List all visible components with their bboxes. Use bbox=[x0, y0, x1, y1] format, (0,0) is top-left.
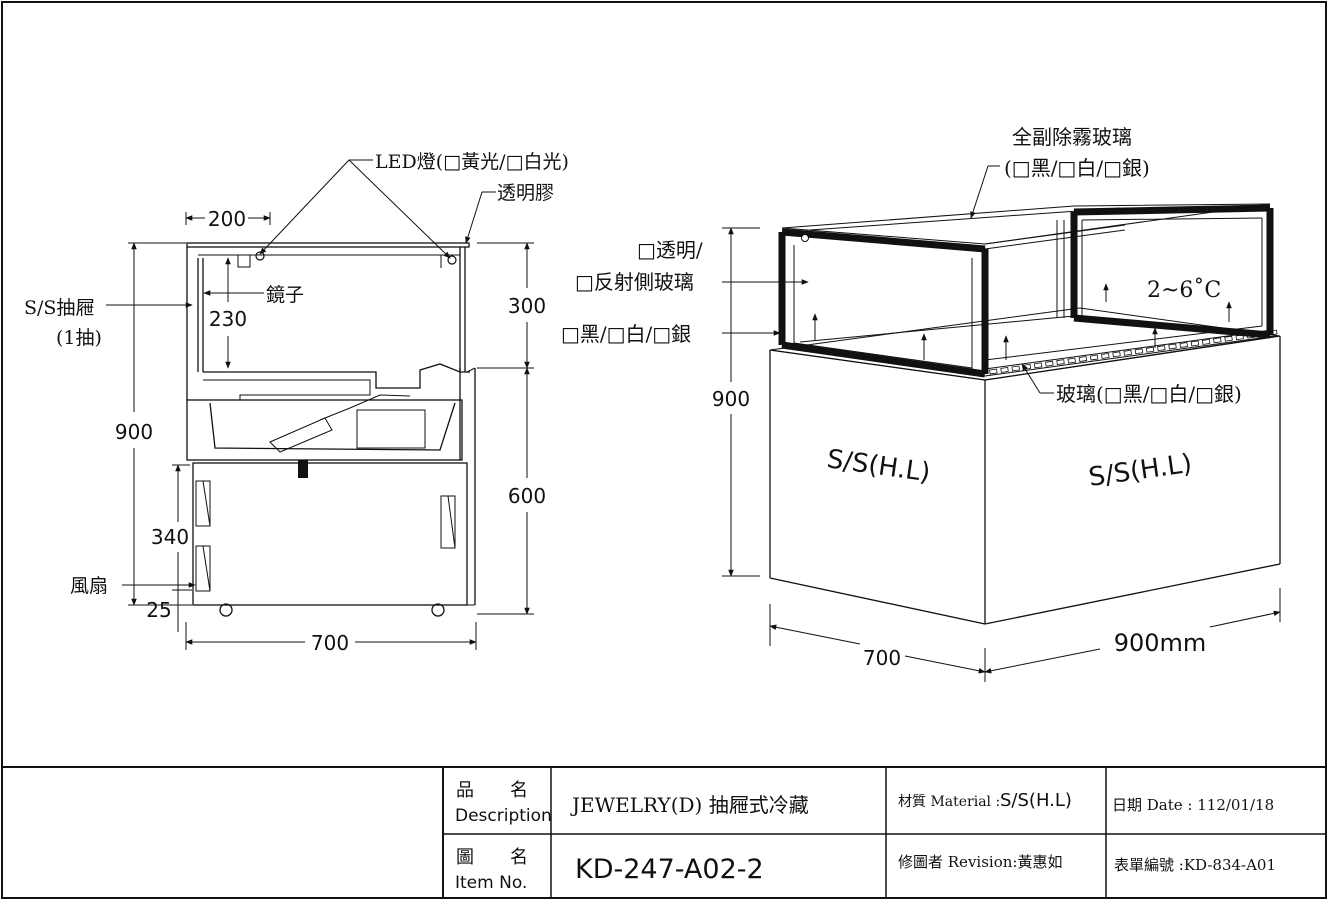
glass-top-label: 全副除霧玻璃 bbox=[1012, 125, 1132, 149]
material-label: 材質 Material : bbox=[898, 794, 1000, 810]
side-glass-label-1: □透明/ bbox=[637, 238, 703, 262]
item-label-en: Item No. bbox=[455, 873, 527, 893]
grille-slot bbox=[1089, 354, 1099, 361]
led-lamp-left-icon bbox=[255, 251, 265, 261]
date-text: 日期 Date : 112/01/18 bbox=[1112, 796, 1274, 814]
frame-bolt-icon bbox=[801, 234, 809, 242]
grille-slot bbox=[1157, 345, 1166, 352]
grille-slot bbox=[1190, 340, 1200, 347]
grille-slot bbox=[1101, 353, 1110, 359]
grille-slot bbox=[1000, 367, 1009, 373]
grille-slot bbox=[989, 368, 998, 375]
desc-value: JEWELRY(D) 抽屜式冷藏 bbox=[570, 793, 809, 817]
item-value: KD-247-A02-2 bbox=[575, 854, 764, 885]
desc-label-en: Description bbox=[455, 806, 552, 826]
dim-900-iso: 900 bbox=[712, 387, 750, 411]
revision-text: 修圖者 Revision:黃惠如 bbox=[898, 853, 1062, 871]
grille-slot bbox=[1168, 343, 1177, 350]
grille-slot bbox=[1112, 351, 1121, 358]
grille-slot bbox=[1078, 356, 1088, 362]
caster-right-icon bbox=[431, 603, 445, 617]
dim-700-side: 700 bbox=[311, 631, 349, 655]
temperature-label: 2~6˚C bbox=[1147, 276, 1221, 303]
frame-color-label: □黑/□白/□銀 bbox=[561, 322, 691, 346]
drain-fitting bbox=[298, 460, 308, 478]
grille-slot bbox=[1011, 365, 1020, 372]
grille-slot bbox=[1033, 362, 1043, 369]
desc-label-cn: 品 名 bbox=[456, 780, 528, 801]
grille-slot bbox=[1179, 342, 1188, 348]
dim-25: 25 bbox=[146, 598, 171, 622]
dim-340: 340 bbox=[151, 525, 189, 549]
led-lamp-right-icon bbox=[447, 255, 457, 265]
side-view-section: 200 230 900 340 25 300 600 bbox=[24, 151, 569, 655]
grille-slot bbox=[1067, 357, 1076, 364]
side-material-label: S/S(H.L) bbox=[1087, 449, 1194, 493]
dim-300: 300 bbox=[508, 294, 546, 318]
grille-slot bbox=[1224, 335, 1233, 342]
front-material-label: S/S(H.L) bbox=[825, 444, 932, 488]
title-block: 品 名 Description JEWELRY(D) 抽屜式冷藏 圖 名 Ite… bbox=[2, 766, 1326, 898]
grille-slot bbox=[1134, 348, 1144, 355]
material-value: S/S(H.L) bbox=[1000, 790, 1072, 811]
drawer-label: S/S抽屜 bbox=[24, 297, 94, 319]
grille-slot bbox=[1201, 339, 1211, 345]
dim-900mm-iso: 900mm bbox=[1114, 629, 1207, 657]
grille-slot bbox=[1045, 360, 1054, 367]
grille-slot bbox=[1213, 337, 1222, 344]
dim-200: 200 bbox=[208, 207, 246, 231]
mirror-label: 鏡子 bbox=[266, 284, 304, 306]
grille-slot bbox=[1145, 346, 1155, 353]
item-label-cn: 圖 名 bbox=[456, 847, 528, 868]
deck-grille bbox=[984, 329, 1278, 377]
dim-700-iso: 700 bbox=[863, 646, 901, 670]
led-label: LED燈(□黃光/□白光) bbox=[375, 151, 569, 173]
dim-900-side: 900 bbox=[115, 420, 153, 444]
clear-glue-label: 透明膠 bbox=[497, 182, 554, 204]
iso-view: 全副除霧玻璃 (□黑/□白/□銀) □透明/ □反射側玻璃 □黑/□白/□銀 2… bbox=[561, 125, 1281, 682]
glass-top-colors: (□黑/□白/□銀) bbox=[1004, 156, 1150, 180]
caster-left-icon bbox=[219, 603, 233, 617]
glass-floor-label: 玻璃(□黑/□白/□銀) bbox=[1056, 382, 1242, 406]
drawer-count-label: (1抽) bbox=[56, 327, 102, 349]
grille-slot bbox=[1056, 359, 1065, 366]
dim-230: 230 bbox=[209, 307, 247, 331]
fan-label: 風扇 bbox=[70, 575, 108, 597]
dim-600: 600 bbox=[508, 484, 546, 508]
grille-slot bbox=[1123, 349, 1132, 356]
form-text: 表單編號 :KD-834-A01 bbox=[1114, 856, 1276, 874]
side-glass-label-2: □反射側玻璃 bbox=[575, 270, 694, 294]
